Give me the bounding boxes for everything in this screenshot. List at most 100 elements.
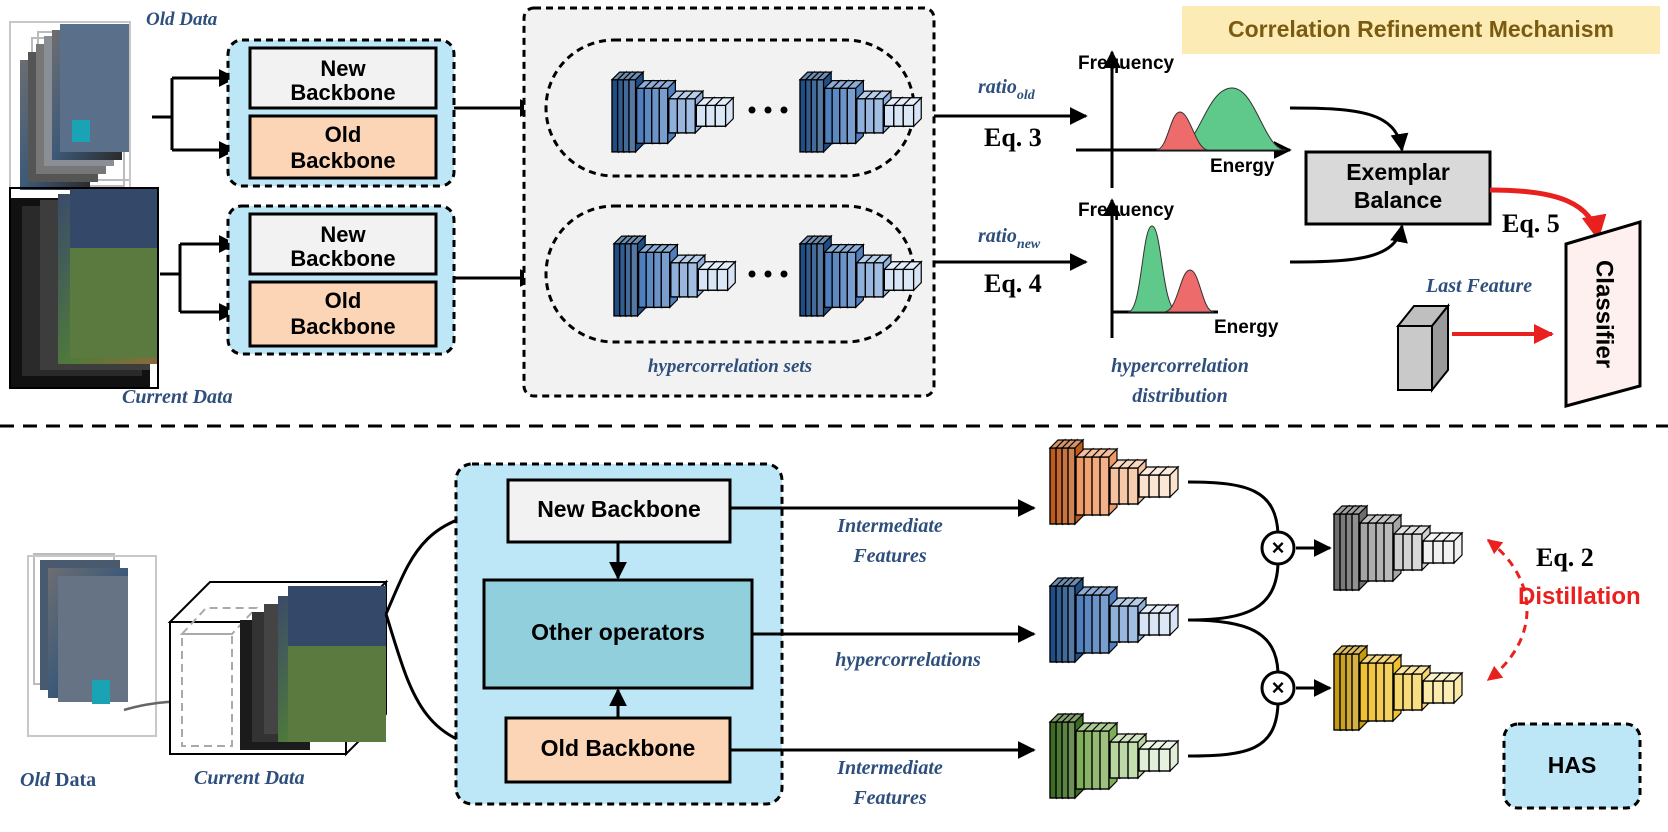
other-operators-box [482, 578, 754, 690]
cnn-blocks-blue [1048, 576, 1180, 664]
crm-title-box [1182, 6, 1660, 54]
green-curve-new [1127, 225, 1179, 313]
cnn-layer [1127, 741, 1139, 779]
ratio-arrows [934, 107, 1088, 271]
cnn-layer-side [1169, 465, 1179, 499]
new-backbone-1-line2: Backbone [290, 80, 395, 105]
new-backbone-box-1 [248, 46, 438, 110]
multiply-node-2: × [1260, 670, 1296, 706]
new-backbone-box-2 [248, 212, 438, 276]
cnn-layer [1158, 474, 1171, 498]
last-feature-label: Last Feature [1425, 275, 1532, 297]
cnn-blocks-set-1 [610, 70, 923, 154]
distribution-plot-old: Frequency Energy [1076, 50, 1292, 188]
cnn-layer [660, 251, 671, 309]
intermediate-features-bottom-line2: Features [852, 787, 927, 809]
eq2-label: Eq. 2 [1536, 543, 1594, 572]
multiply-symbol-2: × [1272, 675, 1285, 700]
new-backbone-bottom-label: New Backbone [537, 496, 701, 522]
cnn-layer [816, 242, 825, 317]
hypercorrelation-sets-label: hypercorrelation sets [648, 356, 812, 377]
exemplar-balance-line2: Balance [1354, 187, 1442, 213]
cnn-layer-side [1453, 671, 1463, 705]
cnn-layer [1351, 653, 1360, 731]
cnn-layer-side [1453, 531, 1463, 565]
multiply-symbol-1: × [1272, 535, 1285, 560]
new-backbone-2-line2: Backbone [290, 246, 395, 271]
classifier-label: Classifier [1591, 260, 1618, 368]
cnn-layer-side [913, 260, 922, 292]
cnn-layer [1127, 605, 1139, 643]
ellipsis-dots-2 [748, 270, 788, 278]
cnn-layer [1442, 540, 1455, 564]
dist1-x-label: Energy [1210, 156, 1275, 177]
current-data-label-top: Current Data [122, 386, 233, 408]
last-feature-cube [1395, 303, 1451, 393]
old-backbone-box-2 [248, 280, 438, 348]
dist2-y-label: Frequency [1078, 200, 1175, 221]
distribution-label-line1: hypercorrelation [1111, 355, 1249, 377]
cnn-blocks-gray [1332, 504, 1464, 592]
exemplar-balance-line1: Exemplar [1346, 159, 1450, 185]
multiply-node-1: × [1260, 530, 1296, 566]
cnn-blocks-yellow [1332, 644, 1464, 732]
cnn-layer [685, 97, 696, 134]
old-backbone-box-1 [248, 114, 438, 180]
current-data-container-bottom [167, 579, 389, 757]
cnn-layer [714, 104, 727, 127]
cnn-layer [1067, 721, 1076, 799]
cnn-layer [1127, 467, 1139, 505]
cnn-layer-side [727, 260, 736, 292]
cnn-layer [658, 87, 669, 145]
cnn-layer [1158, 612, 1171, 636]
hypercorrelation-sets-panel: hypercorrelation sets [522, 6, 936, 398]
cnn-layer [1099, 456, 1110, 516]
dist2-x-label: Energy [1214, 317, 1279, 338]
old-data-label-bottom: Old Data [20, 769, 96, 791]
has-legend-label: HAS [1548, 752, 1597, 778]
ratio-new-label: rationew [978, 225, 1041, 252]
eq5-label: Eq. 5 [1502, 209, 1560, 238]
red-curve-new [1163, 269, 1215, 313]
intermediate-features-top-line2: Features [852, 545, 927, 567]
cnn-layer [1158, 748, 1171, 772]
dist1-y-label: Frequency [1078, 53, 1175, 74]
old-backbone-1-line1: Old [325, 122, 362, 147]
distribution-plot-new: Frequency Energy [1078, 198, 1279, 338]
intermediate-features-top-line1: Intermediate [836, 515, 943, 537]
cnn-layer [1442, 680, 1455, 704]
cnn-layer [846, 251, 857, 309]
bottom-feature-arrows [730, 499, 1036, 759]
has-group-1: New Backbone Old Backbone [226, 38, 456, 188]
cnn-layer [816, 78, 825, 153]
other-operators-label: Other operators [531, 619, 705, 645]
ellipsis-dots-1 [748, 106, 788, 114]
new-backbone-2-line1: New [320, 222, 366, 247]
eq3-label: Eq. 3 [984, 123, 1042, 152]
classifier-box [1564, 219, 1642, 408]
red-curve-old [1155, 111, 1209, 151]
cnn-layer [1411, 533, 1423, 571]
cnn-layer-side [1169, 603, 1179, 637]
cnn-blocks-orange [1048, 438, 1180, 526]
old-data-video-stack [9, 21, 131, 203]
has-group-bottom: New Backbone Other operators Old Backbon… [454, 462, 784, 806]
old-backbone-2-line1: Old [325, 288, 362, 313]
cnn-layer [902, 268, 915, 291]
crm-title: Correlation Refinement Mechanism [1228, 16, 1614, 42]
old-backbone-1-line2: Backbone [290, 148, 395, 173]
intermediate-features-bottom-line1: Intermediate [836, 757, 943, 779]
distillation-arrow [1486, 538, 1529, 682]
current-data-label-bottom: Current Data [194, 767, 305, 789]
cnn-layer-side [725, 96, 734, 128]
cnn-layer [1067, 447, 1076, 525]
current-data-video-stack [9, 187, 159, 389]
cnn-layer-side [1169, 739, 1179, 773]
old-data-label: Old Data [146, 9, 218, 30]
has-group-2: New Backbone Old Backbone [226, 204, 456, 356]
exemplar-input-arrows [1289, 106, 1409, 264]
ratio-old-label: ratioold [978, 76, 1036, 103]
cnn-layer [687, 262, 698, 298]
hypercorrelations-label: hypercorrelations [835, 649, 981, 671]
